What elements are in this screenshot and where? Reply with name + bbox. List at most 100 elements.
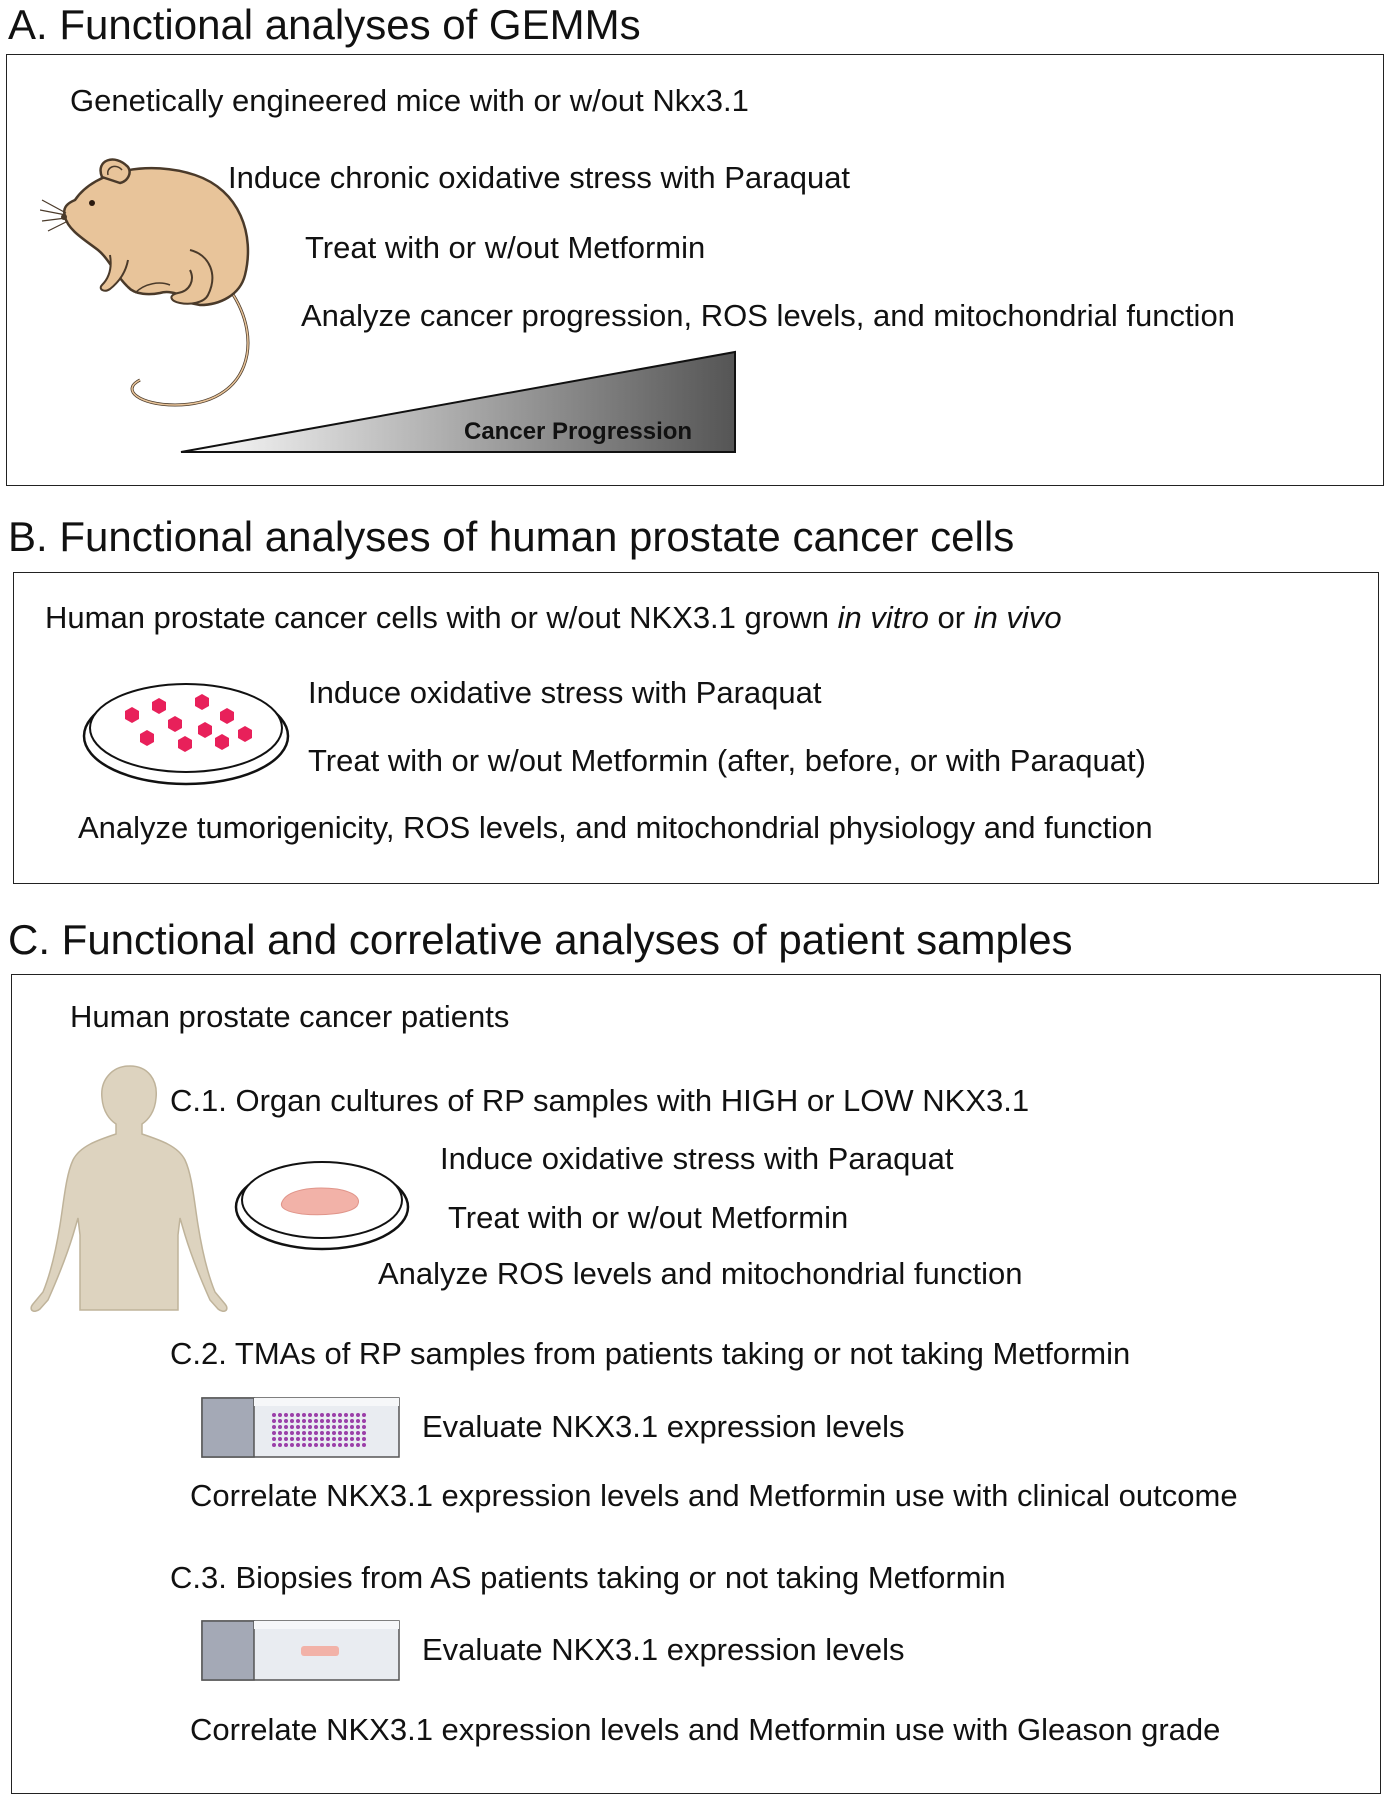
tma-core [362, 1431, 366, 1435]
tma-core [320, 1443, 324, 1447]
tma-core [302, 1425, 306, 1429]
tma-core [284, 1443, 288, 1447]
tma-core [338, 1431, 342, 1435]
tma-core [284, 1413, 288, 1417]
tma-core [314, 1431, 318, 1435]
tma-core [338, 1443, 342, 1447]
tma-core [272, 1443, 276, 1447]
petri-dish-cells-illustration [82, 683, 290, 786]
tma-core [362, 1425, 366, 1429]
panel-b-in-vivo: in vivo [973, 600, 1062, 635]
tma-core [326, 1437, 330, 1441]
panel-c-heading: C. Functional and correlative analyses o… [8, 916, 1073, 963]
c1-line-3: Analyze ROS levels and mitochondrial fun… [378, 1256, 1023, 1291]
tma-core [356, 1443, 360, 1447]
tma-core [356, 1425, 360, 1429]
panel-b-in-vitro: in vitro [837, 600, 929, 635]
tma-core [362, 1419, 366, 1423]
tma-core [350, 1431, 354, 1435]
tma-core [338, 1425, 342, 1429]
panel-b-heading: B. Functional analyses of human prostate… [8, 513, 1015, 560]
tma-core [350, 1443, 354, 1447]
c3-title: C.3. Biopsies from AS patients taking or… [170, 1560, 1006, 1595]
tma-core [296, 1425, 300, 1429]
tma-core [278, 1419, 282, 1423]
tma-core [308, 1437, 312, 1441]
tma-core [320, 1437, 324, 1441]
tma-core [302, 1443, 306, 1447]
tma-core [284, 1437, 288, 1441]
tma-core [332, 1413, 336, 1417]
c1-line-2: Treat with or w/out Metformin [448, 1200, 849, 1235]
tma-core [290, 1425, 294, 1429]
tma-core [278, 1413, 282, 1417]
panel-a-line-4: Analyze cancer progression, ROS levels, … [301, 298, 1235, 333]
tma-core [272, 1437, 276, 1441]
tma-core [290, 1443, 294, 1447]
panel-c-line-1: Human prostate cancer patients [70, 999, 510, 1034]
c3-line-1: Evaluate NKX3.1 expression levels [422, 1632, 905, 1667]
tma-core [272, 1413, 276, 1417]
c1-line-1: Induce oxidative stress with Paraquat [440, 1141, 954, 1176]
cancer-progression-wedge [180, 350, 736, 453]
tma-core [332, 1437, 336, 1441]
tma-core [350, 1437, 354, 1441]
tma-core [290, 1437, 294, 1441]
tma-core [308, 1425, 312, 1429]
tma-core [350, 1413, 354, 1417]
panel-a-line-1: Genetically engineered mice with or w/ou… [70, 83, 749, 118]
panel-b-line-1-prefix: Human prostate cancer cells with or w/ou… [45, 600, 838, 635]
tma-core [320, 1425, 324, 1429]
tma-core [344, 1437, 348, 1441]
c3-line-2: Correlate NKX3.1 expression levels and M… [190, 1712, 1221, 1747]
tma-core [314, 1437, 318, 1441]
tma-slide-illustration [201, 1397, 400, 1458]
organ-culture-dish-illustration [234, 1161, 410, 1251]
tma-core [320, 1413, 324, 1417]
tma-core [326, 1431, 330, 1435]
tma-core [278, 1425, 282, 1429]
tma-core [302, 1419, 306, 1423]
tma-core [326, 1413, 330, 1417]
mouse-illustration [40, 158, 250, 407]
panel-a-line-2: Induce chronic oxidative stress with Par… [228, 160, 851, 195]
panel-b-line-4: Analyze tumorigenicity, ROS levels, and … [78, 810, 1153, 845]
tma-core [362, 1437, 366, 1441]
panel-a-line-3: Treat with or w/out Metformin [305, 230, 706, 265]
tma-core [290, 1431, 294, 1435]
tma-core [296, 1413, 300, 1417]
tma-core [272, 1431, 276, 1435]
tma-core [326, 1425, 330, 1429]
tma-core [344, 1413, 348, 1417]
tma-core [308, 1443, 312, 1447]
tma-core [296, 1419, 300, 1423]
tma-core [320, 1419, 324, 1423]
tma-core [314, 1413, 318, 1417]
tma-core [308, 1431, 312, 1435]
tma-core [302, 1413, 306, 1417]
tma-core [278, 1437, 282, 1441]
tma-core [338, 1437, 342, 1441]
tma-core [290, 1419, 294, 1423]
tma-core [362, 1413, 366, 1417]
tma-core [344, 1425, 348, 1429]
tma-core [278, 1443, 282, 1447]
tma-core [338, 1419, 342, 1423]
c2-title: C.2. TMAs of RP samples from patients ta… [170, 1336, 1131, 1371]
tma-core [326, 1419, 330, 1423]
panel-b-line-1: Human prostate cancer cells with or w/ou… [45, 600, 1062, 636]
panel-b-line-3: Treat with or w/out Metformin (after, be… [308, 743, 1146, 778]
tma-core [356, 1431, 360, 1435]
biopsy-slide-illustration [201, 1620, 400, 1681]
tma-core [302, 1437, 306, 1441]
cancer-progression-label: Cancer Progression [464, 418, 693, 445]
tma-core [290, 1413, 294, 1417]
tma-core [284, 1431, 288, 1435]
tma-core [362, 1443, 366, 1447]
tma-core [338, 1413, 342, 1417]
tma-core [356, 1419, 360, 1423]
tma-core [314, 1419, 318, 1423]
panel-a-heading: A. Functional analyses of GEMMs [8, 1, 641, 48]
panel-b-line-1-mid: or [928, 600, 974, 635]
tma-core [284, 1425, 288, 1429]
